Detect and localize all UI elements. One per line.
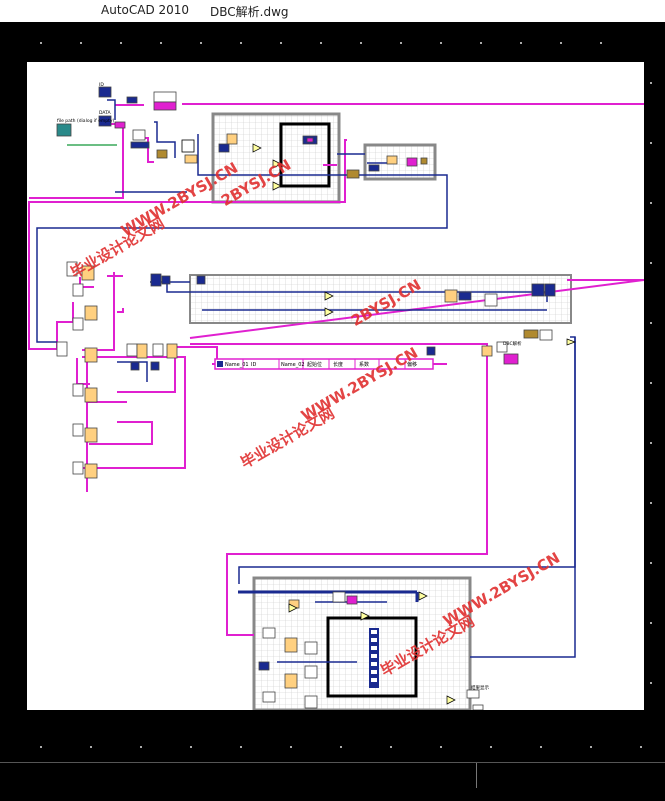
bundle-field-2: Name_02: [281, 362, 305, 368]
bundle-cluster: Name_01 ID Name_02 起始位 长度 系数 偏移: [214, 358, 434, 370]
bundle-field-5: 系数: [359, 361, 369, 368]
dbc-label: DBC解析: [503, 340, 522, 347]
blue-wires: [36, 99, 576, 663]
node-blocks: [56, 86, 556, 710]
bundle-field-6: 偏移: [407, 361, 417, 368]
loop-structure-middle: [189, 274, 572, 324]
block-diagram: Name_01 ID Name_02 起始位 长度 系数 偏移 ID DATA …: [28, 82, 644, 710]
data-label: DATA: [99, 110, 112, 116]
status-separator: [476, 763, 477, 788]
bundle-field-1: ID: [251, 362, 256, 368]
status-bar: [0, 762, 665, 801]
inner-case-bottom: [326, 616, 418, 698]
indicator-column: [369, 628, 379, 688]
title-bar: AutoCAD 2010 DBC解析.dwg: [0, 0, 665, 22]
dark-wires: [238, 590, 419, 602]
bundle-field-4: 长度: [333, 361, 343, 368]
inner-case-top: [279, 122, 331, 188]
drawing-sheet: Name_01 ID Name_02 起始位 长度 系数 偏移 ID DATA …: [27, 62, 644, 710]
result-label: 结果显示: [471, 684, 489, 691]
file-path-label: file path (dialog if empty): [57, 118, 115, 124]
drawing-viewport[interactable]: Name_01 ID Name_02 起始位 长度 系数 偏移 ID DATA …: [0, 22, 665, 762]
id-label: ID: [99, 82, 104, 88]
bundle-field-0: Name_01: [225, 362, 249, 368]
document-title: DBC解析.dwg: [210, 5, 289, 19]
primitive-triangles: [252, 143, 576, 705]
app-title: AutoCAD 2010: [101, 3, 190, 17]
bundle-field-3: 起始位: [307, 361, 322, 368]
